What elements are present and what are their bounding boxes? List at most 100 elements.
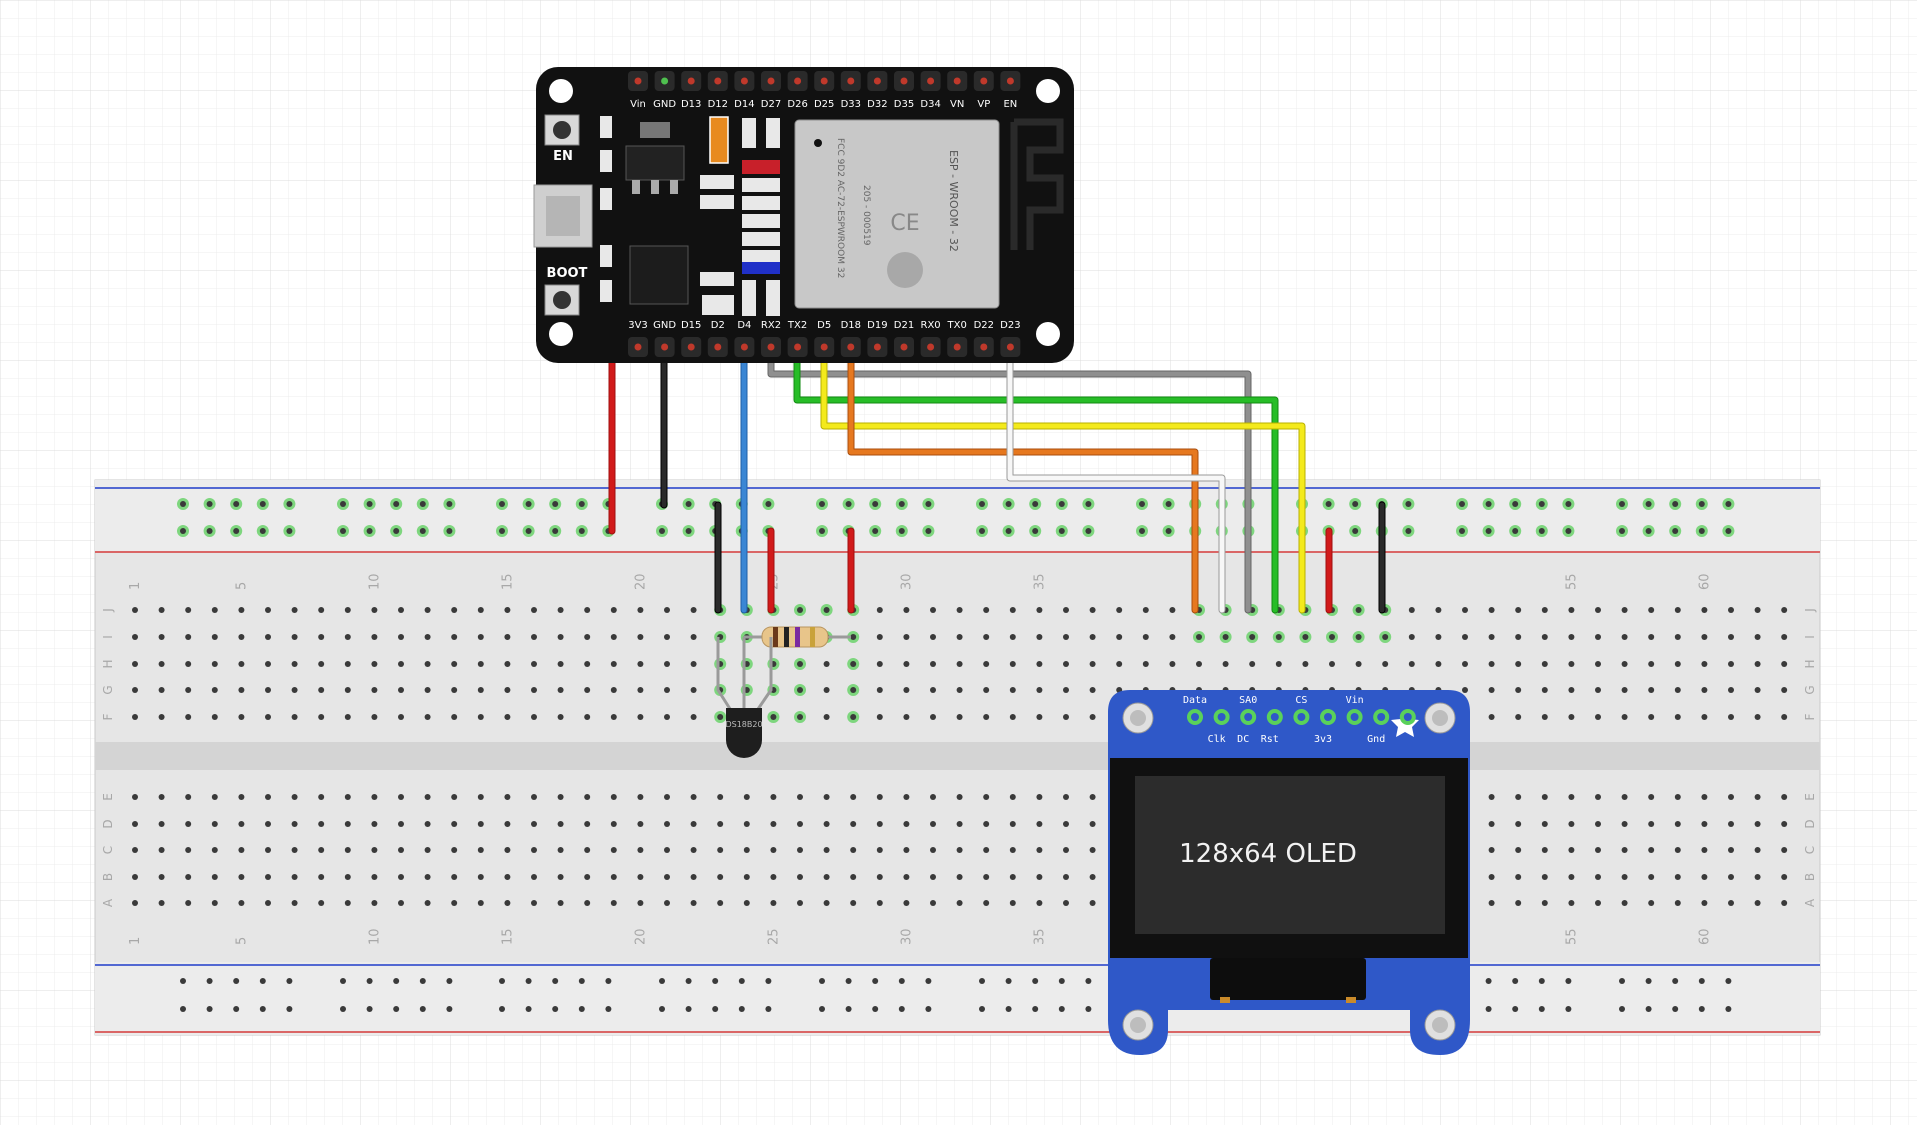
rail-hole xyxy=(605,978,612,984)
rail-hole xyxy=(286,1006,293,1012)
esp32-pin-labels: Vin3V3GNDGNDD13D15D12D2D14D4D27RX2D26TX2… xyxy=(628,99,1020,331)
breadboard-hole xyxy=(1701,661,1708,667)
breadboard-hole xyxy=(504,874,511,880)
breadboard-hole xyxy=(424,607,431,613)
breadboard-hole xyxy=(398,687,404,693)
rail-hole xyxy=(1698,528,1705,534)
breadboard-hole xyxy=(344,900,351,906)
breadboard-hole xyxy=(876,661,883,667)
breadboard-hole xyxy=(983,634,990,640)
rail-hole xyxy=(233,501,240,507)
breadboard-hole xyxy=(1648,847,1655,853)
esp32-bottom-pin-label: D19 xyxy=(867,320,887,331)
breadboard-hole xyxy=(291,661,298,667)
breadboard-hole xyxy=(690,687,697,693)
rail-hole xyxy=(1325,501,1332,507)
breadboard-hole xyxy=(1196,634,1202,640)
breadboard-hole xyxy=(637,847,644,853)
rail-hole xyxy=(393,978,400,984)
breadboard-hole xyxy=(211,821,218,827)
breadboard-hole xyxy=(158,900,165,906)
breadboard-hole xyxy=(797,900,803,906)
rail-hole xyxy=(1512,978,1519,984)
rail-hole xyxy=(1165,528,1172,534)
column-number: 10 xyxy=(367,928,382,945)
breadboard-hole xyxy=(717,847,724,853)
rail-hole xyxy=(1058,528,1065,534)
breadboard-hole xyxy=(1728,714,1734,720)
esp32-bottom-pin-label: RX0 xyxy=(921,320,941,331)
breadboard-hole xyxy=(344,661,351,667)
row-letter: G xyxy=(1803,685,1817,694)
breadboard-hole xyxy=(477,714,484,720)
rail-hole xyxy=(1645,1006,1652,1012)
breadboard-hole xyxy=(743,821,750,827)
breadboard-hole xyxy=(291,794,298,800)
breadboard-hole xyxy=(956,714,963,720)
rail-hole xyxy=(765,978,772,984)
breadboard-hole xyxy=(664,661,670,667)
breadboard-hole xyxy=(876,634,883,640)
breadboard-hole xyxy=(1036,607,1043,613)
breadboard-hole xyxy=(1009,821,1016,827)
breadboard-hole xyxy=(797,607,803,613)
breadboard-hole xyxy=(956,821,963,827)
breadboard-hole xyxy=(1568,687,1575,693)
rail-hole xyxy=(419,528,426,534)
breadboard-hole xyxy=(956,687,963,693)
row-letter: C xyxy=(1803,846,1817,854)
rail-hole xyxy=(1565,528,1572,534)
breadboard-hole xyxy=(1169,661,1176,667)
breadboard-hole xyxy=(690,607,697,613)
breadboard-hole xyxy=(1568,634,1575,640)
breadboard-hole xyxy=(903,900,910,906)
rail-hole xyxy=(845,501,852,507)
rail-hole xyxy=(819,1006,825,1012)
esp32-bottom-pin-label: 3V3 xyxy=(628,320,648,331)
rail-hole xyxy=(419,978,426,984)
rail-hole xyxy=(180,501,186,507)
breadboard-hole xyxy=(823,794,830,800)
rail-hole xyxy=(446,1006,453,1012)
oled-pin-header xyxy=(1187,709,1416,725)
rail-hole xyxy=(259,528,266,534)
esp32-bottom-pin-label: D23 xyxy=(1000,320,1020,331)
breadboard-hole xyxy=(690,634,697,640)
breadboard-hole xyxy=(477,874,484,880)
breadboard-hole xyxy=(211,900,218,906)
breadboard-hole xyxy=(211,687,218,693)
rail-hole xyxy=(393,1006,400,1012)
breadboard-hole xyxy=(1408,661,1415,667)
rail-hole xyxy=(1352,501,1359,507)
rail-hole xyxy=(1698,1006,1705,1012)
breadboard-hole xyxy=(823,661,830,667)
row-letter: G xyxy=(101,685,115,694)
breadboard-hole xyxy=(823,900,830,906)
rail-hole xyxy=(419,501,426,507)
breadboard-hole xyxy=(398,794,404,800)
breadboard-hole xyxy=(1036,661,1043,667)
breadboard-hole xyxy=(1089,900,1096,906)
breadboard-hole xyxy=(983,714,990,720)
rail-hole xyxy=(872,978,879,984)
breadboard-hole xyxy=(132,794,138,800)
rail-hole xyxy=(1672,1006,1679,1012)
column-number: 15 xyxy=(500,573,515,590)
breadboard-hole xyxy=(983,847,990,853)
breadboard-hole xyxy=(1648,687,1655,693)
breadboard-hole xyxy=(158,714,165,720)
breadboard-hole xyxy=(504,900,511,906)
rail-hole xyxy=(1485,528,1492,534)
breadboard-hole xyxy=(451,714,458,720)
oled-pin-label: SA0 xyxy=(1239,695,1257,706)
esp32-top-pin-label: D26 xyxy=(787,99,807,110)
rail-hole xyxy=(499,501,505,507)
breadboard-hole xyxy=(477,634,484,640)
breadboard-hole xyxy=(1595,661,1601,667)
oled-pin-label: DC xyxy=(1237,734,1249,745)
breadboard-hole xyxy=(1515,607,1522,613)
breadboard-hole xyxy=(823,607,830,613)
breadboard-hole xyxy=(1089,847,1096,853)
breadboard-hole xyxy=(132,607,138,613)
breadboard-hole xyxy=(664,687,670,693)
